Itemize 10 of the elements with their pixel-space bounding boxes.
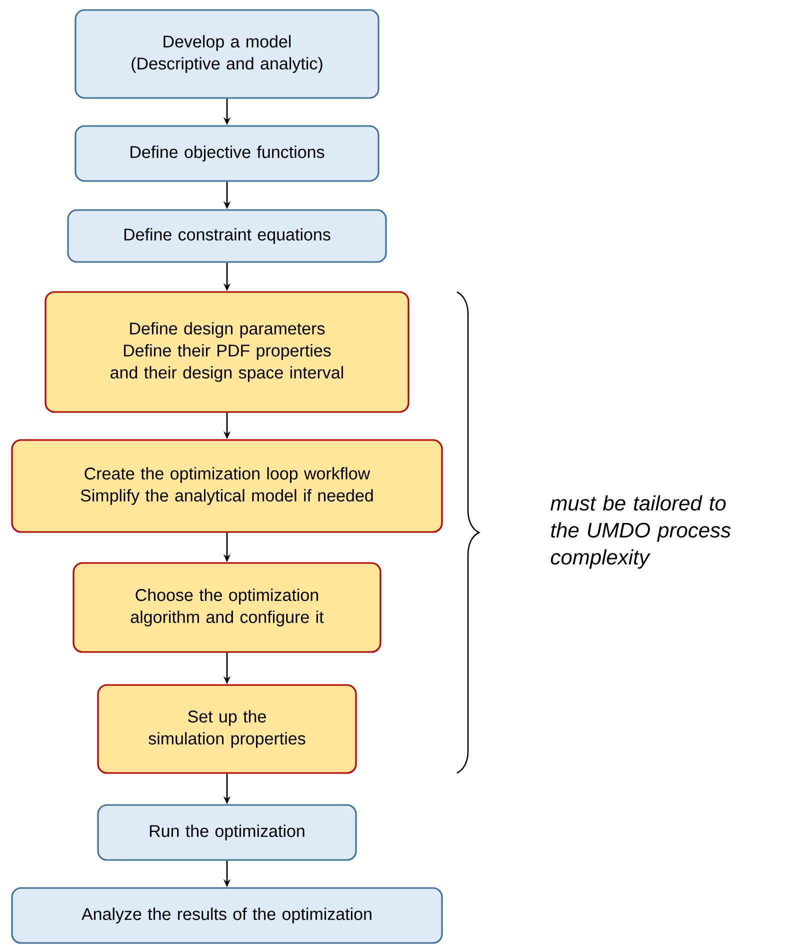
process-box: Choose the optimization algorithm and configure it	[72, 562, 382, 653]
process-box: Define constraint equations	[67, 209, 387, 263]
process-box: Create the optimization loop workflow Simplify the analytical model if needed	[11, 439, 443, 533]
process-box: Develop a model (Descriptive and analytic)	[74, 9, 380, 99]
process-box: Run the optimization	[97, 804, 357, 861]
process-box: Analyze the results of the optimization	[11, 887, 443, 944]
process-box: Define objective functions	[74, 125, 380, 182]
side-note: must be tailored to the UMDO process complexity	[550, 495, 731, 569]
process-box: Define design parameters Define their PDF properties and their design space interval	[44, 291, 410, 413]
process-box: Set up the simulation properties	[97, 684, 357, 774]
